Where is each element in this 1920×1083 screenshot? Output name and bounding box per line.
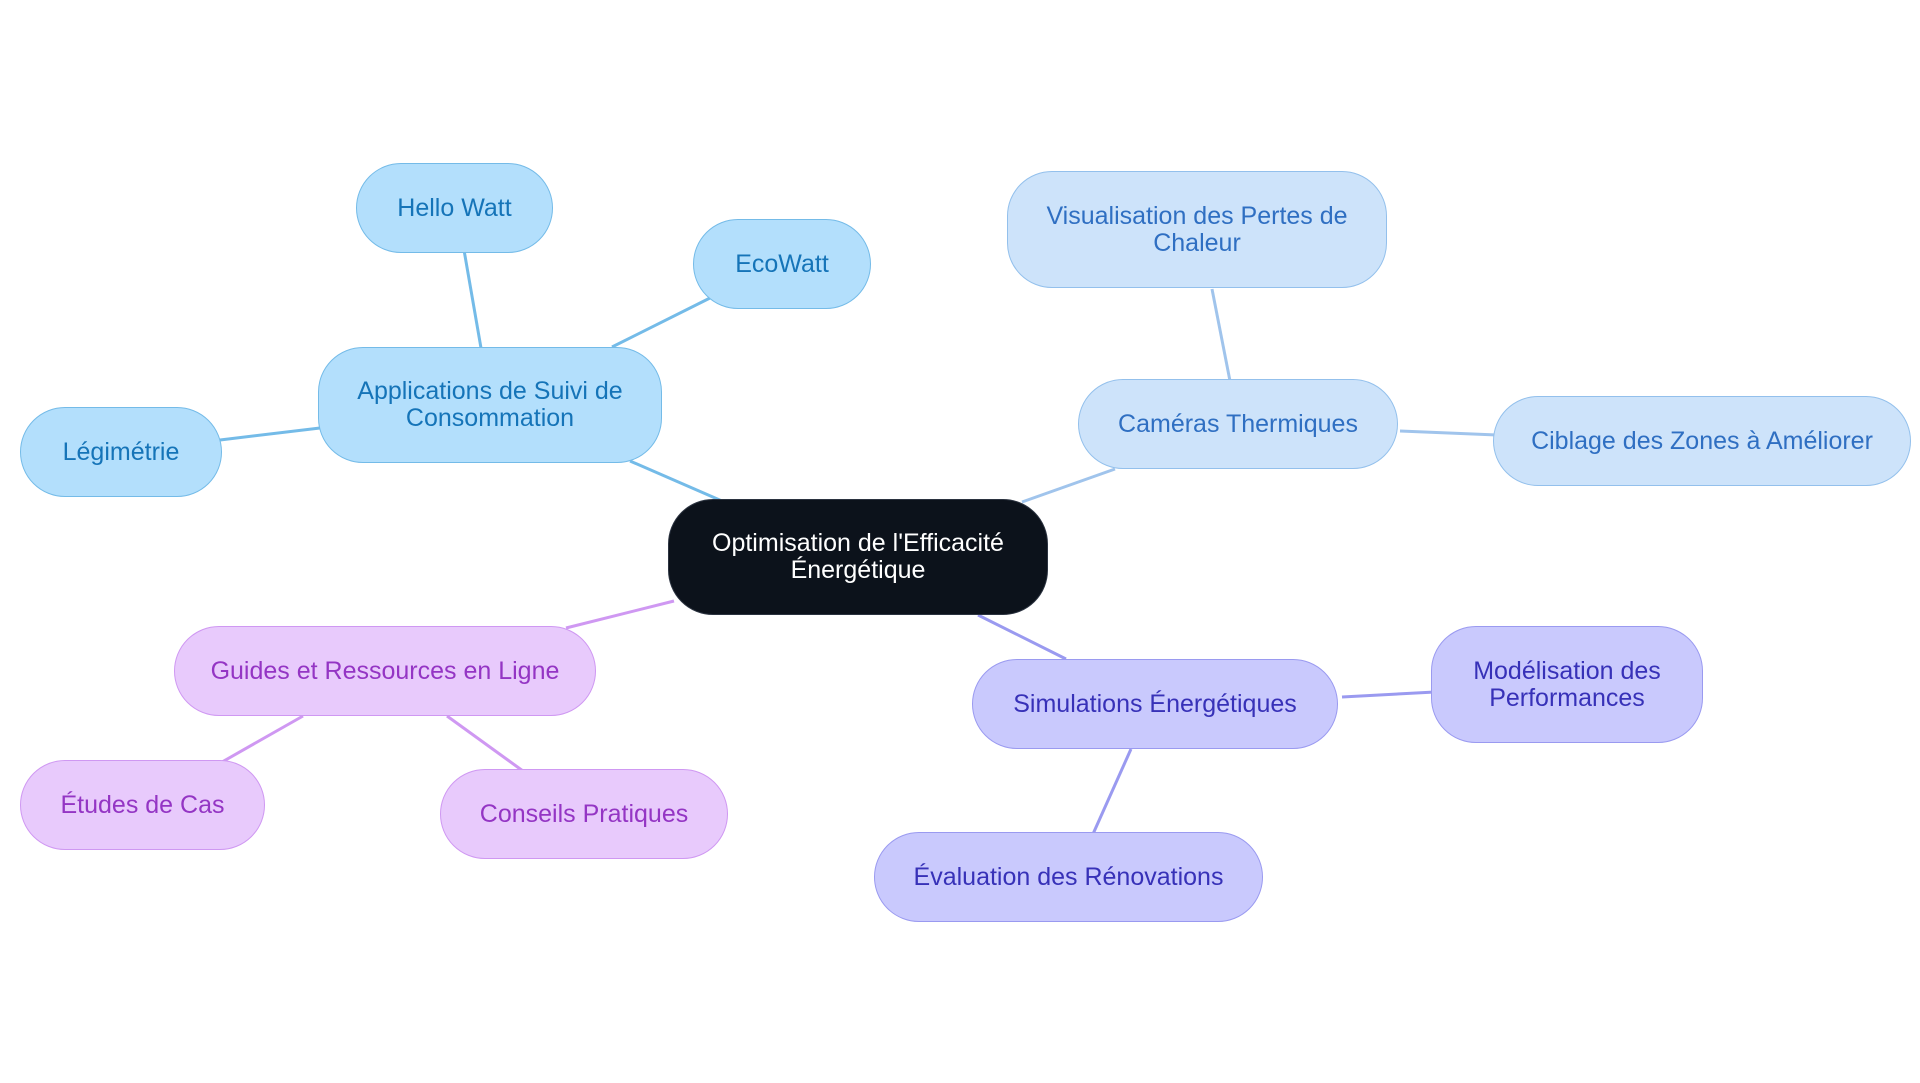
edge-cameras-ciblage bbox=[1399, 429, 1498, 437]
node-applications-suivi: Applications de Suivi de Consommation bbox=[318, 347, 662, 463]
edge-guides-etudes bbox=[221, 714, 304, 764]
node-guides-ressources: Guides et Ressources en Ligne bbox=[174, 626, 596, 716]
edge-cameras-visualisation bbox=[1210, 288, 1232, 382]
node-ecowatt: EcoWatt bbox=[693, 219, 871, 309]
edge-center-apps bbox=[629, 459, 723, 503]
node-legimetrie: Légimétrie bbox=[20, 407, 222, 497]
edge-sim-evaluation bbox=[1091, 748, 1133, 835]
node-modelisation-performances: Modélisation des Performances bbox=[1431, 626, 1703, 743]
edge-apps-hellowatt bbox=[462, 249, 483, 349]
node-ciblage-zones: Ciblage des Zones à Améliorer bbox=[1493, 396, 1911, 486]
node-etudes-de-cas: Études de Cas bbox=[20, 760, 265, 850]
edge-guides-conseils bbox=[446, 714, 524, 773]
node-evaluation-renovations: Évaluation des Rénovations bbox=[874, 832, 1263, 922]
node-hello-watt: Hello Watt bbox=[356, 163, 553, 253]
node-cameras-thermiques: Caméras Thermiques bbox=[1078, 379, 1398, 469]
node-visualisation-pertes: Visualisation des Pertes de Chaleur bbox=[1007, 171, 1387, 288]
edge-apps-ecowatt bbox=[611, 295, 713, 349]
edge-apps-legimetrie bbox=[219, 426, 321, 442]
node-conseils-pratiques: Conseils Pratiques bbox=[440, 769, 728, 859]
edge-center-simulations bbox=[977, 613, 1067, 661]
edge-sim-modelisation bbox=[1341, 690, 1436, 699]
node-simulations-energetiques: Simulations Énergétiques bbox=[972, 659, 1338, 749]
center-node: Optimisation de l'Efficacité Énergétique bbox=[668, 499, 1048, 615]
edge-center-guides bbox=[565, 599, 675, 630]
edge-center-cameras bbox=[1021, 467, 1116, 504]
